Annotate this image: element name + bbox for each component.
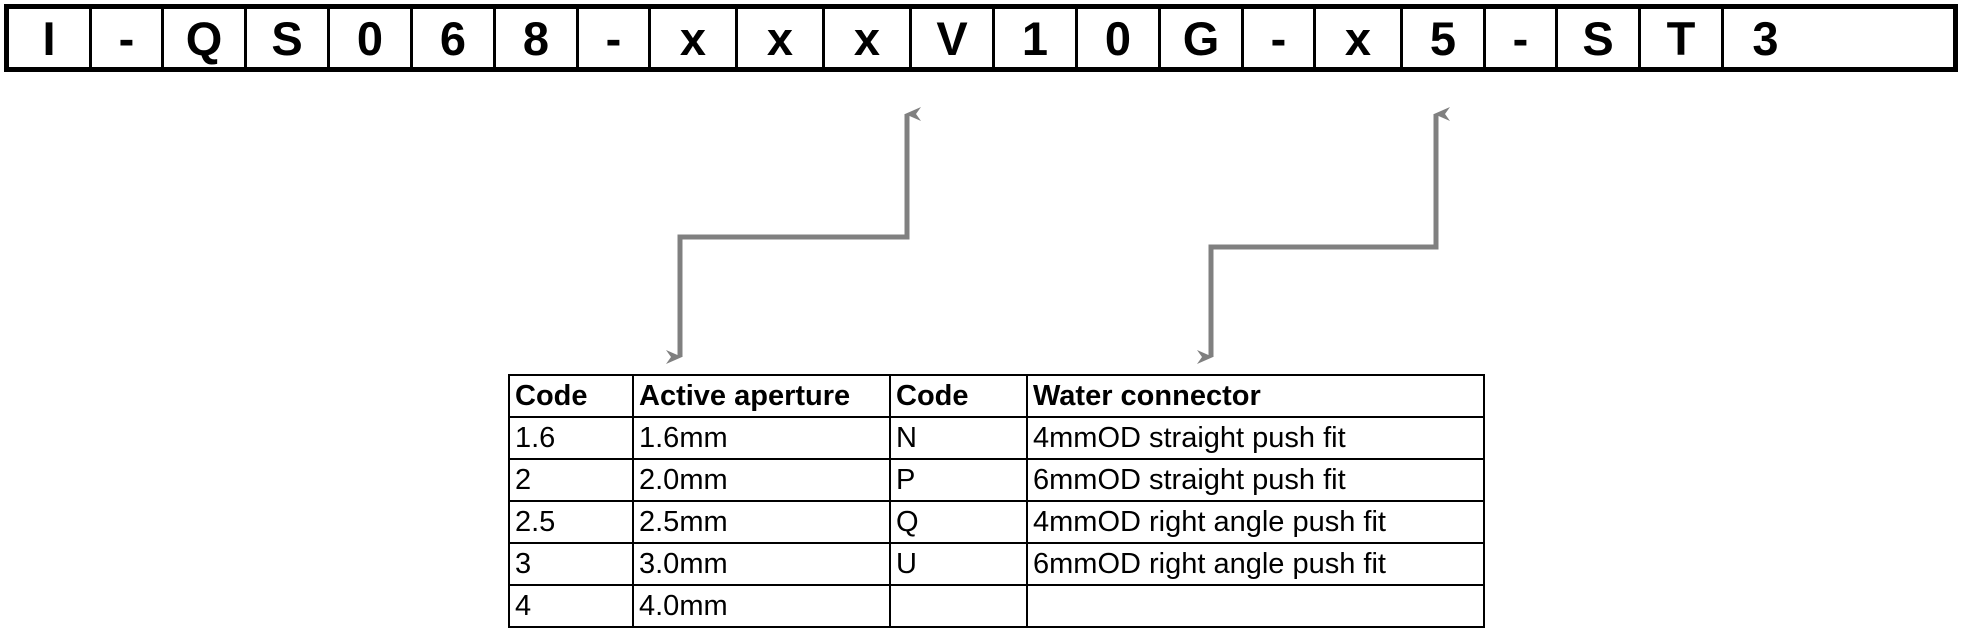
table-cell: U [889, 542, 1028, 586]
part-number-cell-9: x [738, 9, 825, 67]
table-cell: 4.0mm [632, 584, 891, 628]
table-header-row: Code Active aperture Code Water connecto… [508, 374, 1485, 418]
header-active-aperture: Active aperture [632, 374, 891, 418]
table-cell: 2.5mm [632, 500, 891, 544]
part-number-cell-1: - [92, 9, 164, 67]
table-cell [1026, 584, 1485, 628]
part-number-cell-18: - [1486, 9, 1558, 67]
part-number-cell-10: x [825, 9, 912, 67]
option-code-table: Code Active aperture Code Water connecto… [508, 374, 1485, 628]
part-number-cell-7: - [579, 9, 651, 67]
table-cell: 4mmOD right angle push fit [1026, 500, 1485, 544]
part-number-cell-4: 0 [330, 9, 413, 67]
part-number-cell-14: G [1161, 9, 1244, 67]
part-number-cell-20: T [1641, 9, 1724, 67]
table-cell: 1.6 [508, 416, 634, 460]
part-number-cell-19: S [1558, 9, 1641, 67]
table-cell: P [889, 458, 1028, 502]
header-code-aperture: Code [508, 374, 634, 418]
part-number-cell-13: 0 [1078, 9, 1161, 67]
table-cell [889, 584, 1028, 628]
part-number-cell-0: I [9, 9, 92, 67]
part-number-cell-16: x [1316, 9, 1403, 67]
header-water-connector: Water connector [1026, 374, 1485, 418]
table-cell: 6mmOD right angle push fit [1026, 542, 1485, 586]
part-number-cell-8: x [651, 9, 738, 67]
table-cell: 4 [508, 584, 634, 628]
part-number-cell-3: S [247, 9, 330, 67]
part-number-cell-17: 5 [1403, 9, 1486, 67]
table-cell: 3 [508, 542, 634, 586]
part-number-cell-15: - [1244, 9, 1316, 67]
part-number-cell-11: V [912, 9, 995, 67]
part-number-cell-2: Q [164, 9, 247, 67]
part-number-cell-12: 1 [995, 9, 1078, 67]
table-cell: 2.5 [508, 500, 634, 544]
table-cell: 3.0mm [632, 542, 891, 586]
table-cell: 2.0mm [632, 458, 891, 502]
part-number-cell-6: 8 [496, 9, 579, 67]
table-cell: 2 [508, 458, 634, 502]
aperture-connector-arrow [666, 107, 921, 364]
table-cell: 6mmOD straight push fit [1026, 458, 1485, 502]
table-cell: N [889, 416, 1028, 460]
part-number-cell-21: 3 [1752, 11, 1779, 65]
header-code-water: Code [889, 374, 1028, 418]
part-number-cell-5: 6 [413, 9, 496, 67]
table-cell: 4mmOD straight push fit [1026, 416, 1485, 460]
table-cell: Q [889, 500, 1028, 544]
water-connector-arrow [1197, 107, 1450, 364]
table-cell: 1.6mm [632, 416, 891, 460]
